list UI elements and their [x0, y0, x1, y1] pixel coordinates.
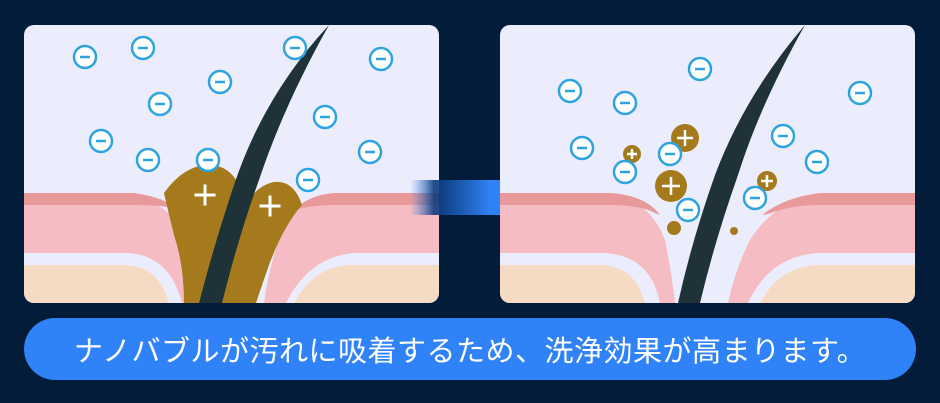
caption-banner: ナノバブルが汚れに吸着するため、洗浄効果が高まります。	[24, 318, 916, 380]
dermis-layer-right	[760, 265, 915, 303]
plus-sign-icon	[259, 195, 281, 217]
skin-layer-right	[728, 195, 915, 303]
dermis-layer-left	[500, 265, 645, 303]
scalp-before-illustration	[24, 25, 439, 303]
minus-sign-icon	[80, 46, 386, 182]
minus-bubbles	[72, 35, 394, 193]
skin-layer-left	[500, 195, 675, 303]
dirt-particles	[667, 221, 738, 235]
plus-sign-icon	[627, 130, 773, 195]
before-panel	[24, 25, 439, 303]
minus-bubbles	[557, 56, 873, 223]
after-panel	[500, 25, 915, 303]
hair-strand	[199, 25, 329, 303]
hair-strand	[678, 25, 805, 303]
skin-layer-right	[264, 195, 439, 303]
dermis-layer-left	[24, 265, 169, 303]
plus-sign-icon	[194, 184, 216, 206]
caption-text: ナノバブルが汚れに吸着するため、洗浄効果が高まります。	[73, 334, 867, 368]
scalp-after-illustration	[500, 25, 915, 303]
dermis-layer-right	[294, 265, 439, 303]
skin-layer-left	[24, 195, 196, 303]
minus-sign-icon	[565, 67, 865, 212]
